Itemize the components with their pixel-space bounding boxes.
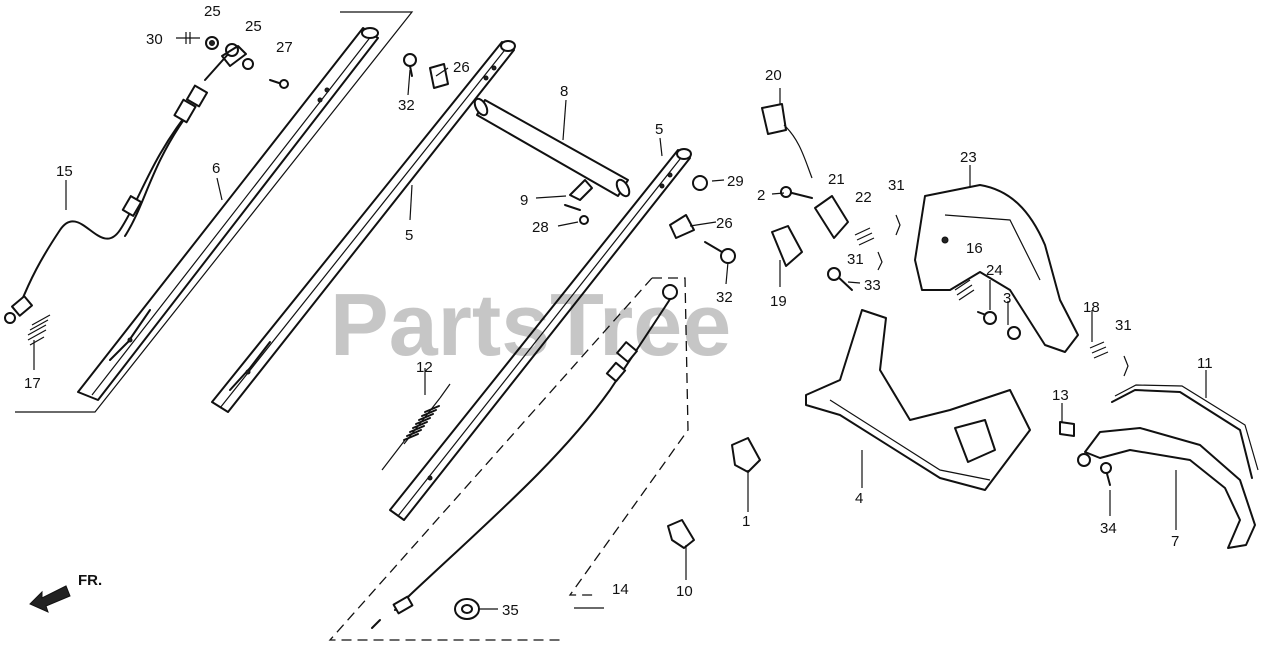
callout-34: 34 <box>1100 520 1117 537</box>
callout-30: 30 <box>146 31 163 48</box>
callout-4: 4 <box>855 490 863 507</box>
cross-tube <box>473 97 631 198</box>
spring-12 <box>381 383 451 471</box>
lower-bracket-4 <box>805 309 1031 491</box>
callout-27: 27 <box>276 39 293 56</box>
bolts-13-34 <box>1059 421 1112 486</box>
spring-17 <box>27 314 51 346</box>
blade-brake-cover <box>914 184 1079 353</box>
callout-14: 14 <box>612 581 629 598</box>
stop-switch <box>761 103 813 179</box>
bail-lever-7 <box>1077 427 1256 549</box>
callout-25a: 25 <box>204 3 221 20</box>
callout-19: 19 <box>770 293 787 310</box>
callout-2: 2 <box>757 187 765 204</box>
callout-12: 12 <box>416 359 433 376</box>
callout-32b: 32 <box>716 289 733 306</box>
throttle-cable <box>4 43 239 324</box>
callout-29: 29 <box>727 173 744 190</box>
upper-handle-left <box>211 40 516 413</box>
callout-26b: 26 <box>716 215 733 232</box>
control-rod-11 <box>1111 384 1259 479</box>
callout-5-left: 5 <box>405 227 413 244</box>
callout-35: 35 <box>502 602 519 619</box>
callout-labels: 1 2 3 4 5 5 6 7 8 9 10 11 12 13 14 15 16… <box>24 3 1213 619</box>
callout-17: 17 <box>24 375 41 392</box>
spring-pivot-parts <box>954 279 1109 359</box>
callout-11: 11 <box>1197 355 1213 372</box>
callout-21: 21 <box>828 171 845 188</box>
callout-13: 13 <box>1052 387 1069 404</box>
callout-24: 24 <box>986 262 1003 279</box>
brake-arm-parts <box>771 186 875 291</box>
callout-15: 15 <box>56 163 73 180</box>
callout-1: 1 <box>742 513 750 530</box>
upper-handle-right <box>389 148 692 521</box>
leader-lines <box>33 67 1207 610</box>
callout-18: 18 <box>1083 299 1100 316</box>
callout-10: 10 <box>676 583 693 600</box>
callout-32a: 32 <box>398 97 415 114</box>
callout-3: 3 <box>1003 290 1011 307</box>
callout-8: 8 <box>560 83 568 100</box>
callout-20: 20 <box>765 67 782 84</box>
callout-7: 7 <box>1171 533 1179 550</box>
callout-28: 28 <box>532 219 549 236</box>
callout-6: 6 <box>212 160 220 177</box>
handle-group-frame <box>15 11 414 413</box>
callout-16: 16 <box>966 240 983 257</box>
callout-31b: 31 <box>847 251 864 268</box>
callout-31c: 31 <box>1115 317 1132 334</box>
clip-1 <box>731 437 761 473</box>
direction-label: FR. <box>78 572 102 589</box>
callout-33: 33 <box>864 277 881 294</box>
cable-hardware <box>176 32 289 89</box>
callout-5-right: 5 <box>655 121 663 138</box>
callout-31a: 31 <box>888 177 905 194</box>
front-direction-arrow: FR. <box>29 572 102 613</box>
callout-25b: 25 <box>245 18 262 35</box>
clamp-9 <box>564 179 593 225</box>
lower-handle-left <box>77 27 379 401</box>
control-cable-group <box>328 277 689 641</box>
clips-and-bolts <box>403 53 736 264</box>
callout-23: 23 <box>960 149 977 166</box>
grommet-35 <box>454 598 480 620</box>
callout-22: 22 <box>855 189 872 206</box>
callout-9: 9 <box>520 192 528 209</box>
pins-31 <box>877 214 1129 377</box>
callout-26a: 26 <box>453 59 470 76</box>
clip-10 <box>667 519 695 549</box>
